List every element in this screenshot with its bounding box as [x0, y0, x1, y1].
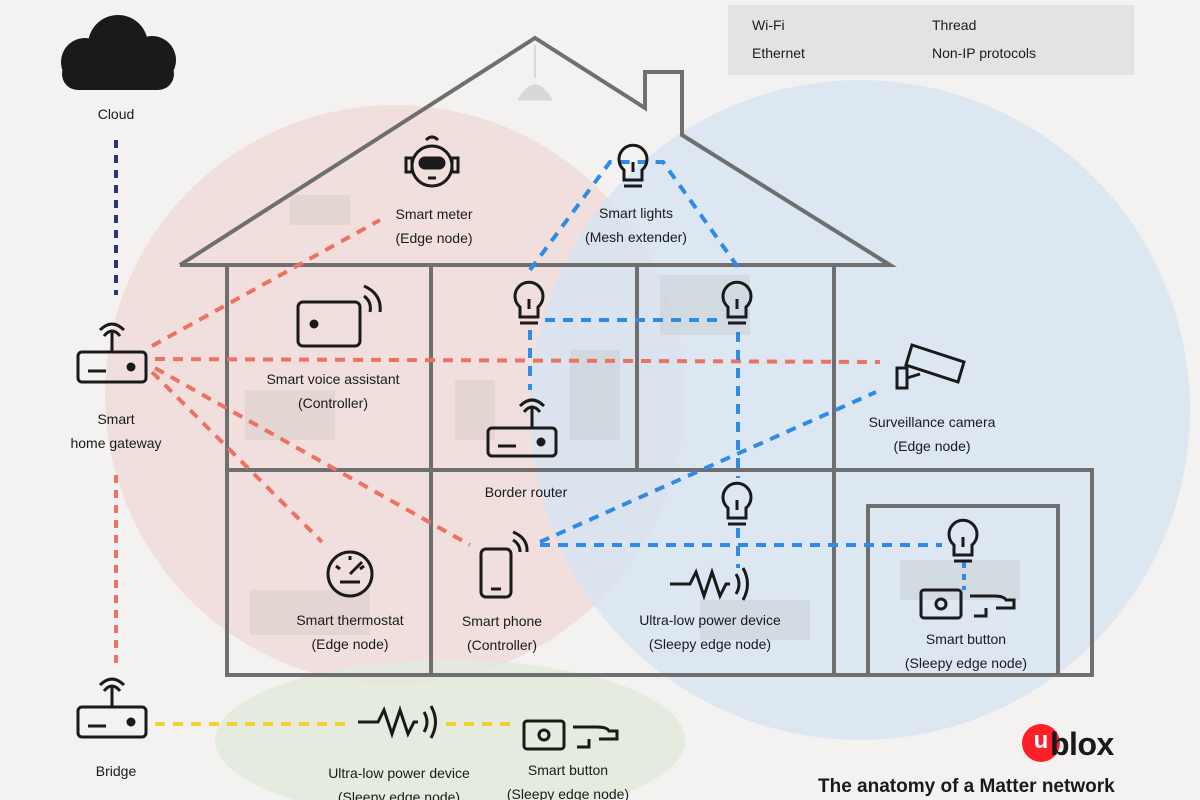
light-bulb-icon-5 — [947, 518, 979, 563]
meter-robot-icon — [404, 135, 460, 188]
lower-floor — [225, 468, 1094, 677]
thermostat-name: Smart thermostat — [296, 612, 404, 628]
border-router-label: Border router — [485, 480, 567, 504]
pulse-icon — [670, 567, 749, 601]
cloud-label: Cloud — [98, 102, 135, 126]
voice-assistant-role: (Controller) — [297, 395, 368, 411]
ublox-logo-mark: u — [1022, 724, 1060, 762]
camera-label: Surveillance camera (Edge node) — [869, 410, 996, 458]
light-bulb-icon-2 — [513, 280, 545, 325]
phone-icon — [479, 530, 529, 599]
border-router-icon — [486, 398, 558, 458]
button-press-icon-bridge — [522, 719, 619, 751]
voice-assistant-label: Smart voice assistant (Controller) — [266, 367, 399, 415]
phone-name: Smart phone — [461, 613, 543, 629]
legend-thread-label: Thread — [932, 17, 977, 33]
ceiling-lamp — [517, 45, 553, 101]
thermostat-label: Smart thermostat (Edge node) — [296, 608, 403, 656]
bridge-label: Bridge — [96, 759, 136, 783]
light-bulb-icon — [617, 143, 649, 188]
gateway-name: Smart — [97, 411, 135, 427]
ulp-device-bridge-role: (Sleepy edge node) — [337, 789, 461, 800]
ulp-device-bridge-label: Ultra-low power device (Sleepy edge node… — [328, 761, 470, 800]
faint-furniture — [245, 195, 1020, 640]
smart-lights-name: Smart lights — [599, 205, 673, 221]
legend-wifi-label: Wi-Fi — [752, 17, 785, 33]
camera-icon — [895, 343, 966, 390]
button-press-icon — [919, 588, 1016, 620]
connections — [114, 140, 966, 726]
ublox-logo: u blox — [1022, 722, 1142, 770]
cloud-name: Cloud — [97, 106, 135, 122]
diagram-title: The anatomy of a Matter network — [818, 776, 1115, 797]
wifi-link-phone — [154, 366, 471, 547]
thread-mesh-top — [528, 160, 742, 272]
legend-ethernet-label: Ethernet — [752, 45, 805, 61]
camera-name: Surveillance camera — [868, 414, 996, 430]
thermostat-role: (Edge node) — [311, 636, 389, 652]
cloud-icon — [61, 15, 176, 90]
smart-button-bridge-name: Smart button — [527, 762, 609, 778]
garage-door — [866, 504, 1060, 677]
legend — [728, 5, 1134, 75]
gauge-icon — [326, 550, 374, 598]
house-outline — [178, 35, 1094, 677]
smart-lights-label: Smart lights (Mesh extender) — [585, 201, 687, 249]
tablet-icon — [296, 284, 382, 348]
phone-role: (Controller) — [466, 637, 538, 653]
router-icon — [76, 322, 148, 384]
gateway-label: Smart home gateway — [70, 407, 161, 455]
thread-link-camera — [539, 390, 877, 544]
ulp-device-role: (Sleepy edge node) — [648, 636, 772, 652]
legend-non-ip-label: Non-IP protocols — [932, 45, 1037, 61]
pulse-icon-bridge — [358, 705, 437, 739]
wifi-link-thermostat — [150, 370, 324, 544]
ulp-device-bridge-name: Ultra-low power device — [328, 765, 470, 781]
smart-button-bridge-role: (Sleepy edge node) — [506, 786, 630, 800]
light-bulb-icon-3 — [721, 280, 753, 325]
smart-meter-name: Smart meter — [395, 206, 473, 222]
ulp-device-label: Ultra-low power device (Sleepy edge node… — [639, 608, 781, 656]
ulp-device-name: Ultra-low power device — [639, 612, 781, 628]
wifi-link-camera — [154, 357, 881, 364]
border-router-name: Border router — [484, 484, 568, 500]
roof — [178, 35, 897, 267]
smart-meter-role: (Edge node) — [395, 230, 473, 246]
voice-assistant-name: Smart voice assistant — [266, 371, 400, 387]
smart-button-bridge-label: Smart button (Sleepy edge node) — [507, 758, 629, 800]
bridge-name: Bridge — [95, 763, 137, 779]
smart-button-role: (Sleepy edge node) — [904, 655, 1028, 671]
ublox-logo-text: blox — [1050, 726, 1114, 762]
gateway-name-line2: home gateway — [70, 435, 162, 451]
non-ip-coverage-zone — [215, 660, 685, 800]
light-bulb-icon-4 — [721, 481, 753, 526]
smart-button-name: Smart button — [925, 631, 1007, 647]
camera-role: (Edge node) — [893, 438, 971, 454]
smart-button-label: Smart button (Sleepy edge node) — [905, 627, 1027, 675]
phone-label: Smart phone (Controller) — [462, 609, 542, 657]
wifi-link-meter — [151, 218, 381, 348]
smart-lights-role: (Mesh extender) — [585, 229, 687, 245]
smart-meter-label: Smart meter (Edge node) — [395, 202, 472, 250]
bridge-router-icon — [76, 677, 148, 739]
